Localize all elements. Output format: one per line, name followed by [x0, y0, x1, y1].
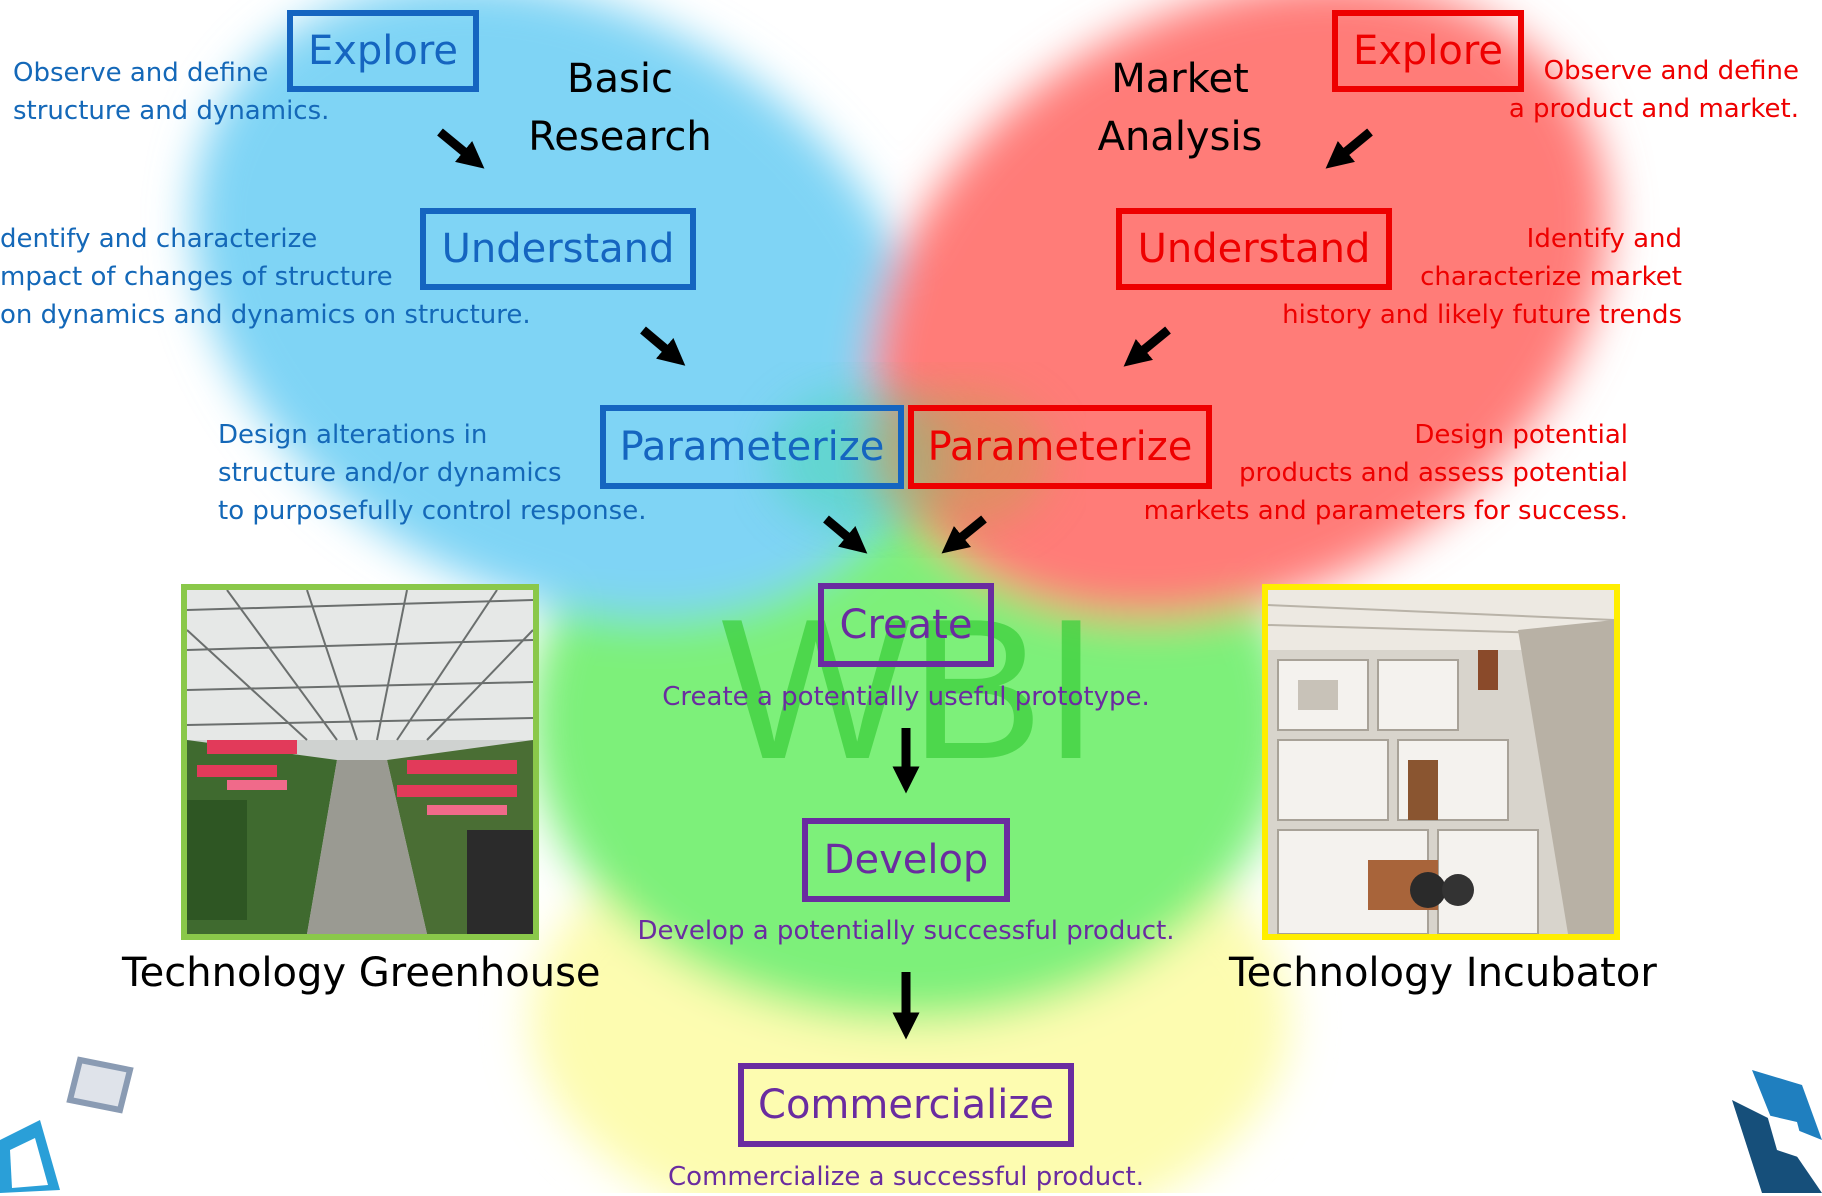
- heading-line: Analysis: [1097, 114, 1263, 160]
- create-box: Create: [818, 583, 994, 667]
- desc-line: history and likely future trends: [1282, 300, 1682, 330]
- desc-line: on dynamics and dynamics on structure.: [0, 300, 531, 330]
- right-understand-box: Understand: [1116, 208, 1392, 290]
- right-understand-desc: Identify and characterize market history…: [1282, 220, 1682, 334]
- red-petal: [872, 0, 1608, 618]
- desc-line: markets and parameters for success.: [1143, 496, 1628, 526]
- incubator-caption: Technology Incubator: [1229, 950, 1657, 996]
- desc-line: characterize market: [1420, 262, 1682, 292]
- desc-line: Design potential: [1414, 420, 1628, 450]
- greenhouse-caption: Technology Greenhouse: [122, 950, 601, 996]
- left-understand-box: Understand: [420, 208, 696, 290]
- market-analysis-heading: Market Analysis: [1080, 50, 1280, 166]
- desc-line: products and assess potential: [1238, 458, 1628, 488]
- desc-line: Design alterations in: [218, 420, 488, 450]
- heading-line: Basic: [567, 56, 673, 102]
- left-parameterize-desc: Design alterations in structure and/or d…: [218, 416, 646, 530]
- commercialize-desc: Commercialize a successful product.: [668, 1162, 1144, 1192]
- right-explore-box: Explore: [1332, 10, 1524, 92]
- commercialize-box: Commercialize: [738, 1063, 1074, 1147]
- desc-line: mpact of changes of structure: [0, 262, 393, 292]
- greenhouse-photo: [181, 584, 539, 940]
- logo-cube-icon: [1732, 1070, 1822, 1193]
- left-explore-box: Explore: [287, 10, 479, 92]
- desc-line: a product and market.: [1508, 94, 1799, 124]
- right-explore-desc: Observe and define a product and market.: [1509, 52, 1799, 128]
- desc-line: Observe and define: [13, 58, 269, 88]
- desc-line: to purposefully control response.: [218, 496, 647, 526]
- desc-line: structure and/or dynamics: [218, 458, 562, 488]
- desc-line: Identify and: [1526, 224, 1682, 254]
- basic-research-heading: Basic Research: [520, 50, 720, 166]
- right-parameterize-desc: Design potential products and assess pot…: [1144, 416, 1628, 530]
- left-explore-desc: Observe and define structure and dynamic…: [13, 54, 329, 130]
- incubator-photo: [1262, 584, 1620, 940]
- greenhouse-image: [187, 590, 533, 934]
- develop-desc: Develop a potentially successful product…: [637, 916, 1175, 946]
- create-desc: Create a potentially useful prototype.: [662, 682, 1150, 712]
- desc-line: structure and dynamics.: [13, 96, 330, 126]
- heading-line: Market: [1111, 56, 1249, 102]
- heading-line: Research: [528, 114, 712, 160]
- blue-petal: [192, 0, 928, 618]
- logo-cube-icon: [0, 1056, 134, 1193]
- incubator-image: [1268, 590, 1614, 934]
- right-parameterize-box: Parameterize: [908, 405, 1212, 489]
- desc-line: dentify and characterize: [0, 224, 318, 254]
- desc-line: Observe and define: [1543, 56, 1799, 86]
- left-understand-desc: dentify and characterize mpact of change…: [0, 220, 531, 334]
- develop-box: Develop: [802, 818, 1010, 902]
- left-parameterize-box: Parameterize: [600, 405, 904, 489]
